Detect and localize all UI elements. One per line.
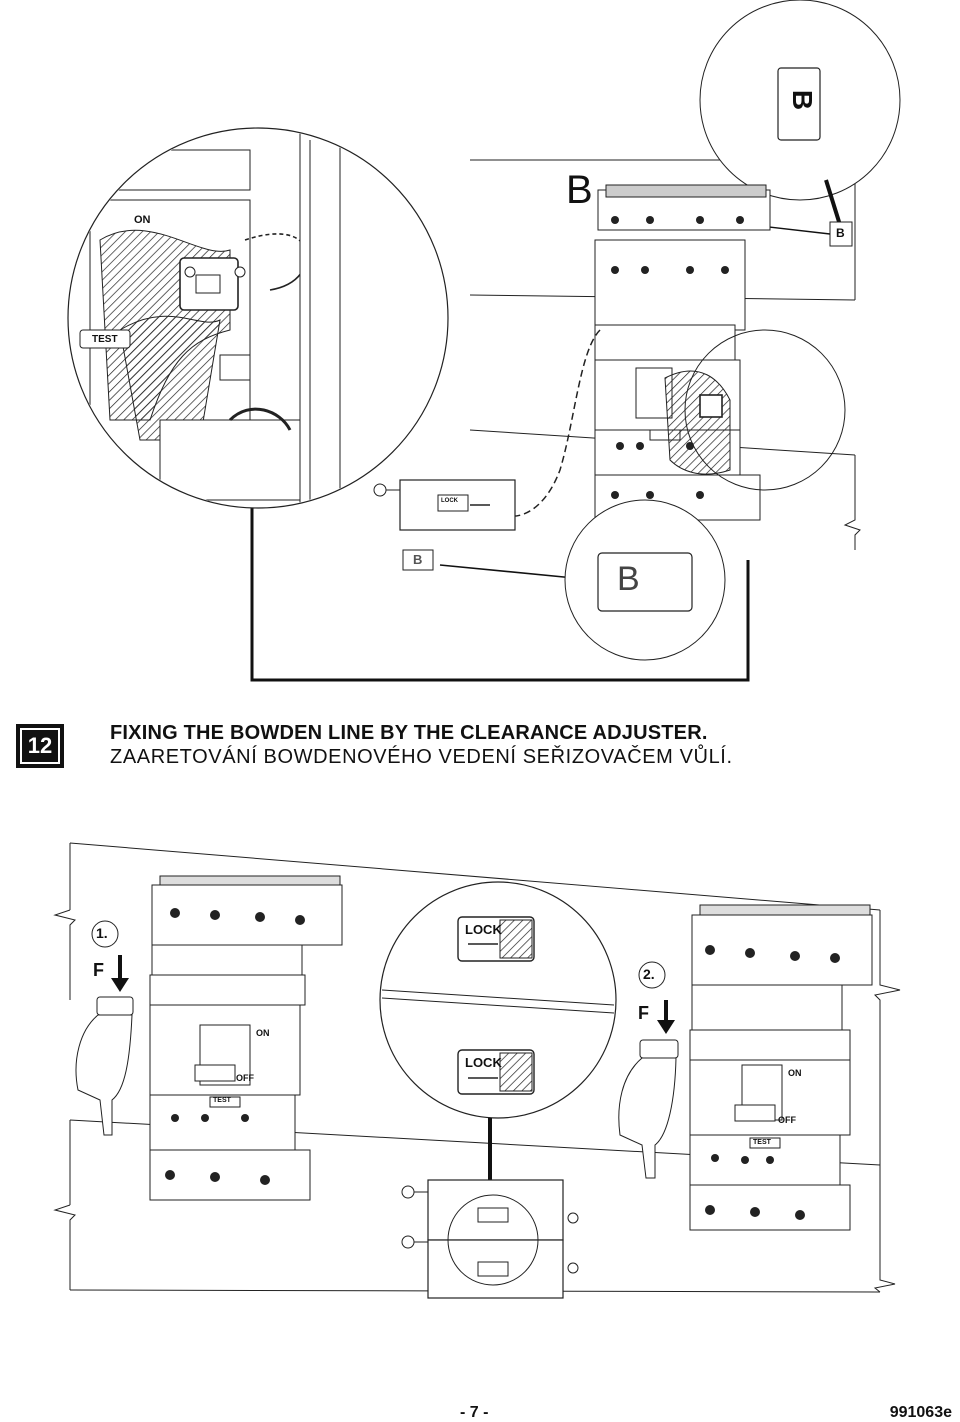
circuit-breaker-top [594,184,771,521]
hand-pressing-left [75,996,134,1136]
step-2-circle [638,961,666,989]
zoom-circle-lever [684,329,846,491]
off-label-right: OFF [778,1115,796,1125]
label-lock-top-box: LOCK [441,498,458,504]
lock-label-lower: LOCK [465,1055,502,1070]
zoom-circle-mechanism [67,127,449,509]
test-label-left: TEST [213,1097,231,1104]
label-on-zoom: ON [134,214,151,226]
step-number-badge: 12 [16,724,64,768]
on-label-left: ON [256,1028,270,1038]
lock-label-upper: LOCK [465,922,502,937]
label-b-small-right: B [836,226,845,240]
zoom-circle-label-b [699,0,901,247]
zoom-circle-label-b-lower [564,499,726,661]
off-label-left: OFF [236,1073,254,1083]
step-1-circle [91,920,119,948]
connector-line [250,505,750,682]
label-test-zoom: TEST [92,334,118,345]
page-number: - 7 - [460,1404,489,1421]
remote-lock-boxes-bottom [401,1179,579,1299]
circuit-breaker-right [689,904,873,1231]
label-b-plate: B [617,560,640,598]
test-label-right: TEST [753,1139,771,1146]
step-2-label: 2. [643,966,655,982]
label-b-plate-rotated: B [787,89,819,111]
document-code: 991063e [889,1404,952,1421]
hand-pressing-right [618,1039,679,1179]
zoom-circle-lock [379,881,617,1210]
label-b-small-left: B [413,552,423,567]
circuit-breaker-left [149,875,343,1201]
label-b-left-pointer [402,549,575,579]
label-b-big: B [566,168,593,212]
on-label-right: ON [788,1068,802,1078]
force-arrow-left [111,955,129,992]
remote-lock-box-top [373,479,516,531]
force-label-right: F [638,1003,649,1023]
force-label-left: F [93,960,104,980]
step-1-label: 1. [96,925,108,941]
force-arrow-right [657,1000,675,1034]
title-english: FIXING THE BOWDEN LINE BY THE CLEARANCE … [110,722,708,744]
title-czech: ZAARETOVÁNÍ BOWDENOVÉHO VEDENÍ SEŘIZOVAČ… [110,746,733,768]
bowden-cable-top [504,329,601,517]
